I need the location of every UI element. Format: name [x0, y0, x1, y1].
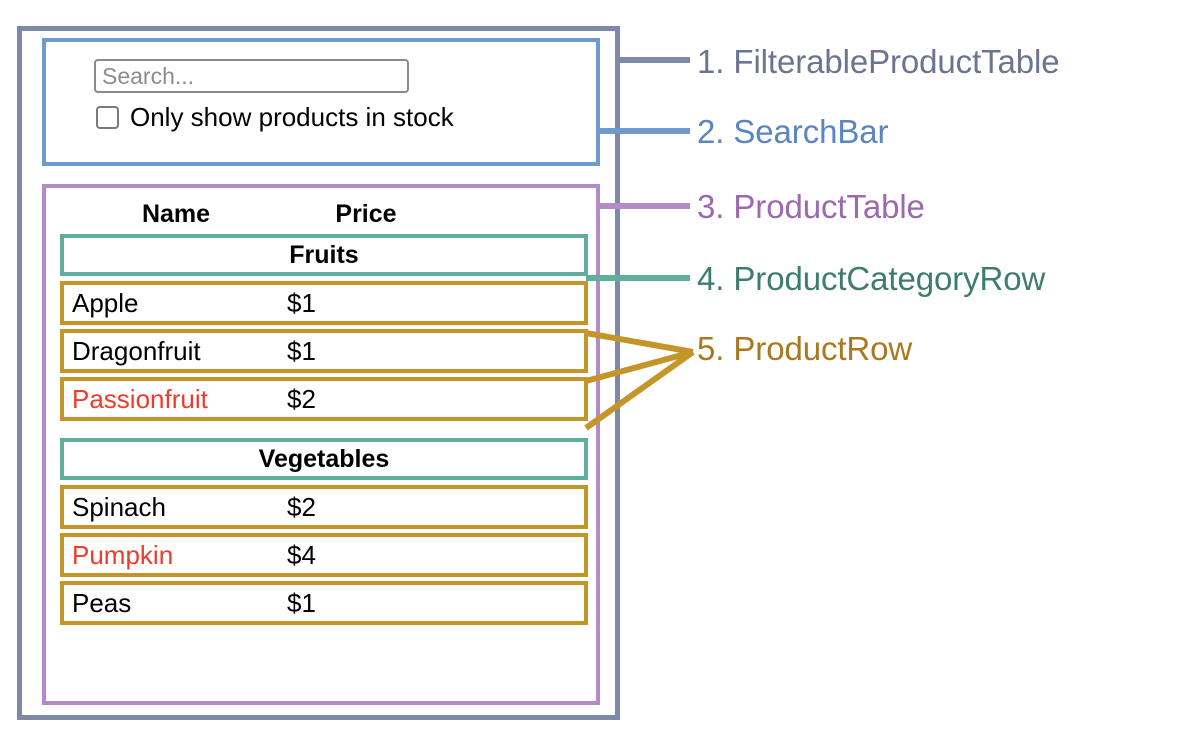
product-category-row: Vegetables: [60, 438, 588, 480]
product-price: $1: [287, 335, 316, 366]
product-name: Peas: [72, 587, 132, 618]
product-category-label: Vegetables: [258, 444, 390, 473]
product-row[interactable]: Pumpkin $4: [60, 533, 588, 577]
product-name: Spinach: [72, 491, 166, 522]
product-table-grid: Name Price Fruits Apple $1 Dragonfruit $…: [60, 194, 588, 629]
product-table-container: Name Price Fruits Apple $1 Dragonfruit $…: [42, 184, 600, 705]
product-price: $1: [287, 287, 316, 318]
table-header-row: Name Price: [60, 194, 588, 234]
product-row[interactable]: Passionfruit $2: [60, 377, 588, 421]
column-header-name: Name: [141, 199, 211, 228]
column-header-price: Price: [335, 199, 397, 228]
product-category-label: Fruits: [289, 240, 359, 269]
product-row[interactable]: Peas $1: [60, 581, 588, 625]
product-name: Apple: [72, 287, 139, 318]
product-price: $2: [287, 491, 316, 522]
annotation-label-3: 3. ProductTable: [697, 188, 925, 225]
product-name: Dragonfruit: [72, 335, 201, 366]
checkbox-icon[interactable]: [96, 105, 119, 129]
product-price: $4: [287, 539, 316, 570]
product-row[interactable]: Dragonfruit $1: [60, 329, 588, 373]
in-stock-checkbox-label: Only show products in stock: [130, 102, 454, 132]
product-row[interactable]: Spinach $2: [60, 485, 588, 529]
product-row[interactable]: Apple $1: [60, 281, 588, 325]
product-price: $1: [287, 587, 316, 618]
annotation-label-4: 4. ProductCategoryRow: [697, 260, 1046, 297]
search-input[interactable]: [94, 59, 409, 93]
product-price: $2: [287, 383, 316, 414]
product-category-row: Fruits: [60, 234, 588, 276]
product-name: Pumpkin: [72, 539, 174, 570]
product-name: Passionfruit: [72, 383, 208, 414]
search-bar-container: Only show products in stock: [42, 38, 600, 166]
annotation-label-5: 5. ProductRow: [697, 330, 913, 367]
annotation-label-1: 1. FilterableProductTable: [697, 43, 1060, 80]
category-group-spacer: [60, 425, 588, 438]
in-stock-filter-row[interactable]: Only show products in stock: [96, 103, 596, 131]
annotation-label-2: 2. SearchBar: [697, 113, 889, 150]
